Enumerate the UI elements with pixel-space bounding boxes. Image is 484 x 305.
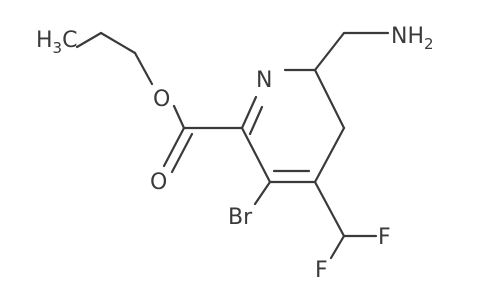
ester-oxygen-label: O <box>153 87 170 112</box>
bonds <box>75 31 390 260</box>
bromine-label: Br <box>228 205 253 230</box>
bond-chf2-f2 <box>329 234 346 260</box>
bond-c4-chf2 <box>313 180 346 238</box>
bond-ch2-o <box>133 51 154 86</box>
bond-c6-c5 <box>313 68 346 130</box>
bond-carbonyl-o-double-b <box>170 132 194 174</box>
bond-carbonyl-o-double-a <box>162 126 186 168</box>
bond-ch3-ch2 <box>75 31 103 49</box>
carbonyl-oxygen-label: O <box>150 170 167 195</box>
fluorine-label-1: F <box>378 225 391 250</box>
ring-nitrogen-label: N <box>256 68 272 93</box>
bond-c3-br <box>253 180 272 206</box>
bond-c3-c2 <box>240 126 272 184</box>
methyl-label: H3C <box>36 28 77 57</box>
bond-c6-ch2 <box>313 31 346 72</box>
bond-c2-n <box>240 95 258 130</box>
bond-c5-c4 <box>313 126 346 184</box>
atom-labels: H3C NH2 O O N Br F F <box>36 24 434 283</box>
amine-label: NH2 <box>391 24 434 53</box>
bond-c2-n-inner <box>248 105 264 136</box>
bond-o-carbonyl <box>172 104 186 130</box>
bond-ch2-ch2b <box>99 31 137 55</box>
fluorine-label-2: F <box>315 258 328 283</box>
